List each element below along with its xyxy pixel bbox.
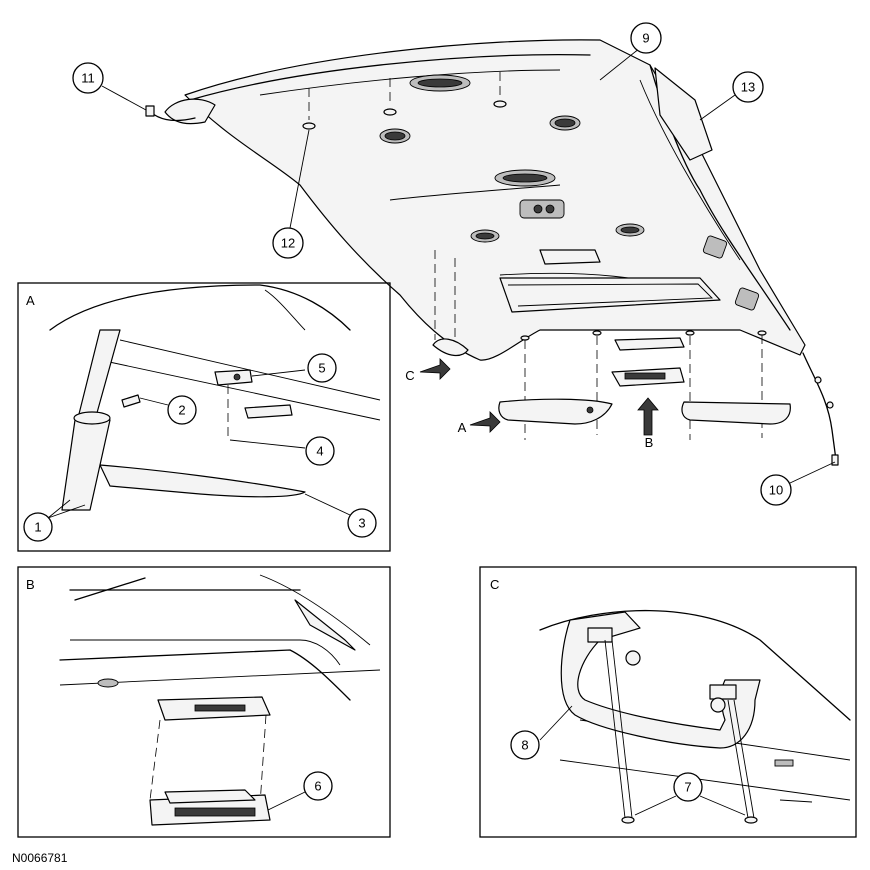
wiring-harness-front [145, 105, 196, 122]
callout-8: 8 [510, 705, 573, 760]
view-arrow-a-label: A [458, 420, 467, 435]
callout-2: 2 [167, 395, 197, 425]
callout-11: 11 [72, 62, 147, 111]
panel-c-title: C [490, 577, 499, 592]
overhead-console [611, 337, 685, 387]
svg-text:11: 11 [81, 71, 95, 86]
callout-3: 3 [304, 493, 377, 538]
callout-12: 12 [272, 129, 310, 259]
svg-text:1: 1 [34, 520, 41, 535]
svg-text:9: 9 [642, 31, 649, 46]
svg-text:10: 10 [769, 483, 783, 498]
rear-pillar-trim-panel [654, 67, 713, 161]
sun-visor-right [681, 401, 791, 425]
view-arrow-c: C [405, 358, 451, 383]
svg-text:8: 8 [521, 738, 528, 753]
panel-b-title: B [26, 577, 35, 592]
view-arrow-b: B [637, 397, 659, 450]
callout-4: 4 [305, 436, 335, 466]
svg-text:7: 7 [684, 780, 691, 795]
callout-1: 1 [23, 499, 86, 542]
detail-panel-b: B 6 [17, 566, 391, 838]
grab-handle-main [432, 338, 469, 356]
svg-text:3: 3 [358, 516, 365, 531]
svg-text:5: 5 [318, 361, 325, 376]
wiring-harness-rear [802, 352, 839, 466]
headliner-openings [379, 74, 760, 313]
sun-visor-left [498, 398, 613, 425]
callout-9: 9 [599, 22, 662, 81]
svg-text:13: 13 [741, 80, 755, 95]
callout-13: 13 [699, 71, 764, 121]
svg-text:4: 4 [316, 444, 323, 459]
svg-text:2: 2 [178, 403, 185, 418]
view-arrow-a: A [458, 411, 501, 435]
svg-text:12: 12 [281, 236, 295, 251]
callout-5: 5 [307, 353, 337, 383]
figure-id: N0066781 [12, 851, 68, 865]
detail-panel-a: A 1 2 3 [17, 282, 391, 552]
view-arrow-c-label: C [405, 368, 414, 383]
svg-text:6: 6 [314, 779, 321, 794]
callout-10: 10 [760, 461, 836, 506]
view-arrow-b-label: B [645, 435, 654, 450]
detail-panel-c: C 7 8 [479, 566, 857, 838]
headliner [184, 39, 806, 361]
callout-7: 7 [634, 772, 746, 816]
panel-a-title: A [26, 293, 35, 308]
callout-6: 6 [267, 771, 333, 811]
